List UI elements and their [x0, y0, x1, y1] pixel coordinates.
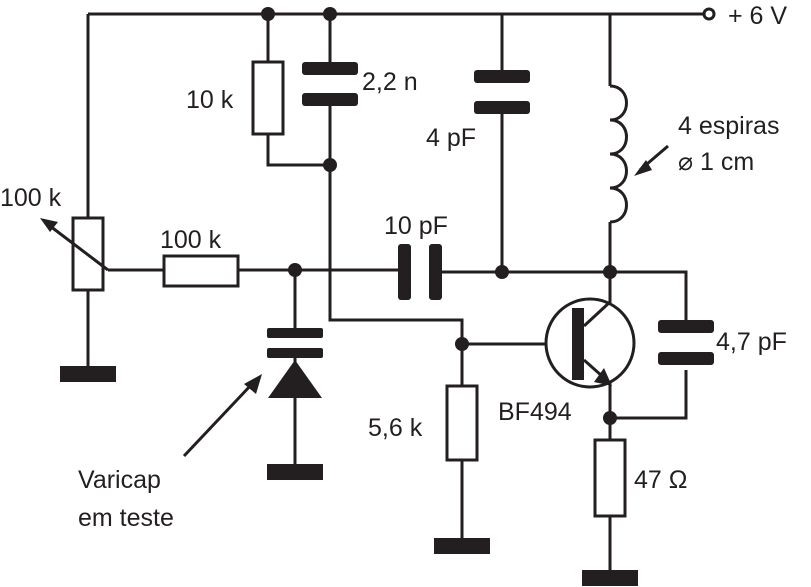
ground-symbols: [60, 366, 638, 586]
junction: [495, 265, 509, 279]
capacitor-2n2-label: 2,2 n: [362, 68, 418, 96]
transistor-bf494: [544, 297, 636, 389]
junction: [288, 263, 302, 277]
capacitor-4p7: [658, 320, 714, 365]
supply-terminal: [702, 7, 716, 21]
transistor-label: BF494: [498, 398, 572, 426]
resistor-100k-label: 100 k: [160, 226, 222, 254]
ground-symbol: [434, 538, 490, 554]
varicap-diode: [267, 328, 323, 398]
varicap-label-line1: Varicap: [78, 466, 161, 494]
coil-inductor: [609, 84, 628, 224]
coil-label-diameter: ⌀ 1 cm: [678, 148, 754, 176]
resistor-10k: [251, 60, 285, 136]
capacitor-4pf-label: 4 pF: [426, 124, 476, 152]
coil-pointer-arrow: [634, 144, 669, 176]
junction: [603, 411, 617, 425]
ground-symbol: [60, 366, 116, 382]
resistor-5k6: [445, 384, 479, 462]
varicap-label-line2: em teste: [78, 504, 174, 532]
resistor-10k-label: 10 k: [186, 86, 234, 114]
potentiometer-arrow: [40, 218, 109, 272]
ground-symbol: [582, 570, 638, 586]
resistor-100k: [162, 254, 240, 288]
capacitor-2n2: [302, 62, 358, 106]
capacitor-4pf: [474, 70, 530, 114]
coil-label-turns: 4 espiras: [678, 112, 779, 140]
ground-symbol: [267, 464, 323, 480]
resistor-5k6-label: 5,6 k: [368, 414, 423, 442]
capacitor-10pf-label: 10 pF: [384, 212, 448, 240]
resistor-47-ohm-label: 47 Ω: [634, 466, 687, 494]
junctions: [261, 7, 617, 425]
junction: [603, 265, 617, 279]
capacitor-10pf: [398, 244, 442, 300]
varicap-pointer-arrow: [182, 374, 262, 458]
junction: [323, 158, 337, 172]
supply-label: + 6 V: [728, 2, 787, 30]
resistor-47-ohm: [593, 438, 627, 518]
capacitor-4p7-label: 4,7 pF: [716, 328, 787, 356]
potentiometer-label: 100 k: [0, 184, 62, 212]
junction: [323, 7, 337, 21]
junction: [455, 337, 469, 351]
junction: [261, 7, 275, 21]
